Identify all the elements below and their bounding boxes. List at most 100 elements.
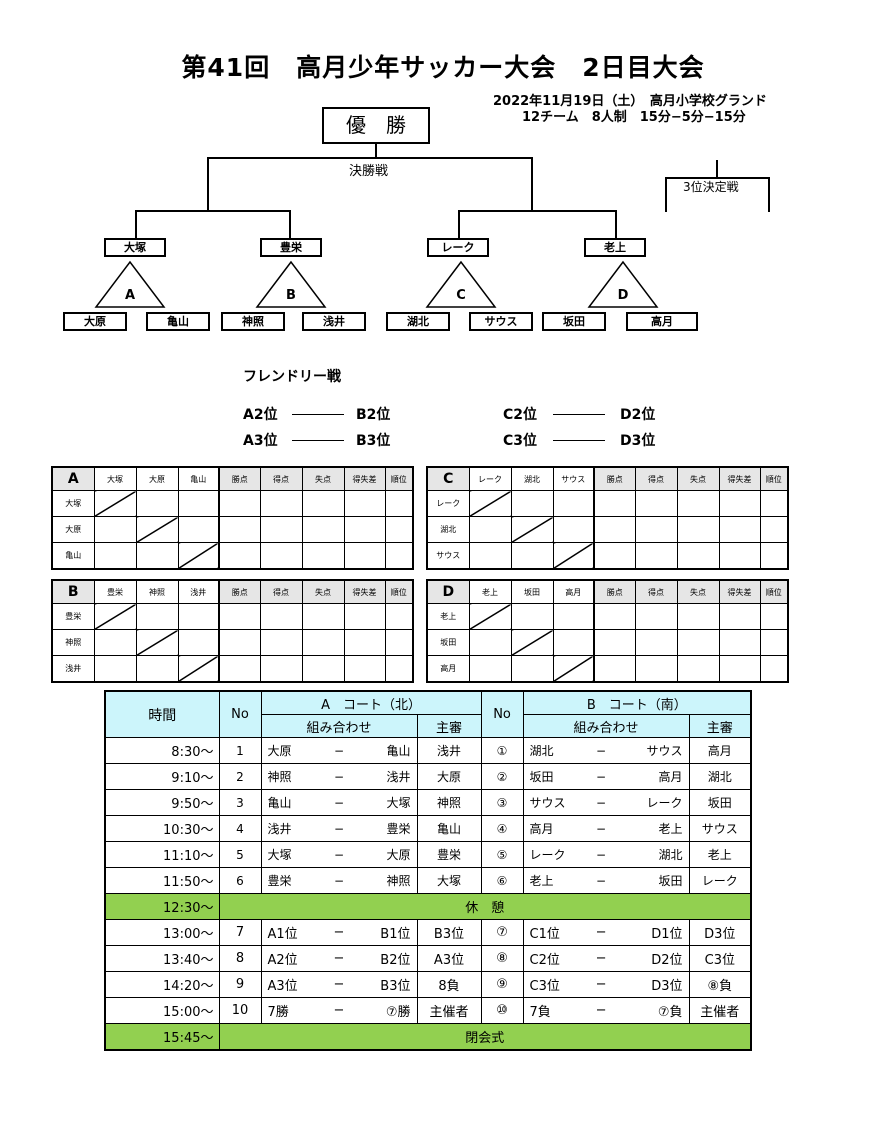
versus-dash: − [583, 841, 620, 868]
stat-cell [301, 603, 345, 630]
versus-dash: − [583, 971, 620, 998]
bracket-line [665, 177, 667, 212]
stat-cell [301, 516, 345, 543]
stat-cell [759, 542, 789, 570]
result-cell [177, 490, 220, 517]
stat-cell [343, 629, 386, 656]
stat-cell [759, 629, 789, 656]
match-time: 8:30〜 [104, 737, 220, 764]
stat-cell [634, 490, 678, 517]
team-a1: A1位 [260, 919, 321, 946]
friendly-team: A2位 [243, 407, 278, 423]
champion-box: 優 勝 [322, 107, 430, 144]
match-time: 15:00〜 [104, 997, 220, 1024]
league-header: 得点 [634, 466, 678, 491]
stat-cell [259, 655, 303, 683]
friendly-team: C2位 [503, 407, 538, 423]
stat-cell [593, 516, 636, 543]
league-header: 得点 [634, 579, 678, 604]
diagonal-cell [93, 603, 137, 630]
header-time: 時間 [104, 690, 220, 738]
league-row-team: レーク [426, 490, 470, 517]
stat-cell [718, 655, 761, 683]
stat-cell [259, 603, 303, 630]
team-b2: 老上 [619, 815, 690, 842]
referee-b: サウス [688, 815, 752, 842]
league-col-team: 湖北 [510, 466, 554, 491]
league-header: 得点 [259, 466, 303, 491]
match-time: 9:50〜 [104, 789, 220, 816]
header-court-a: A コート（北） [260, 690, 482, 715]
team-a1: A3位 [260, 971, 321, 998]
event-date-venue: 2022年11月19日（土） 高月小学校グランド [493, 94, 767, 109]
versus-dash: − [321, 763, 357, 790]
stat-cell [218, 490, 261, 517]
match-no-b: ③ [480, 789, 524, 816]
match-time: 13:00〜 [104, 919, 220, 946]
stat-cell [676, 490, 720, 517]
bracket-line [716, 160, 718, 178]
match-no-b: ④ [480, 815, 524, 842]
stat-cell [259, 516, 303, 543]
team-a1: 7勝 [260, 997, 321, 1024]
versus-dash: − [321, 945, 357, 972]
stat-cell [301, 655, 345, 683]
league-header: 失点 [301, 466, 345, 491]
team-box: 浅井 [302, 312, 366, 331]
match-no-a: 7 [218, 919, 262, 946]
team-b1: 老上 [522, 867, 584, 894]
third-place-label: 3位決定戦 [683, 180, 739, 194]
diagonal-cell [510, 629, 554, 656]
team-box: 亀山 [146, 312, 210, 331]
team-a2: 亀山 [357, 737, 418, 764]
league-header: 失点 [676, 579, 720, 604]
stat-cell [718, 603, 761, 630]
bracket-line [207, 157, 533, 159]
diagonal-cell [93, 490, 137, 517]
bracket-line [665, 177, 770, 179]
versus-dash: − [583, 815, 620, 842]
league-col-team: 亀山 [177, 466, 220, 491]
result-cell [93, 542, 137, 570]
league-row-team: 大塚 [51, 490, 95, 517]
league-header: 得失差 [343, 466, 386, 491]
league-header: 勝点 [218, 579, 261, 604]
friendly-team: C3位 [503, 433, 538, 449]
team-a1: 浅井 [260, 815, 321, 842]
league-header: 順位 [759, 466, 789, 491]
bracket-line [135, 210, 291, 212]
stat-cell [676, 629, 720, 656]
header-no-b: No [480, 690, 524, 738]
stat-cell [634, 655, 678, 683]
team-box: 坂田 [542, 312, 606, 331]
stat-cell [218, 516, 261, 543]
stat-cell [593, 629, 636, 656]
match-time: 14:20〜 [104, 971, 220, 998]
stat-cell [634, 542, 678, 570]
match-no-a: 8 [218, 945, 262, 972]
versus-dash: − [321, 789, 357, 816]
stat-cell [343, 516, 386, 543]
result-cell [468, 542, 512, 570]
team-b2: ⑦負 [619, 997, 690, 1024]
versus-line [292, 440, 344, 441]
bracket-line [375, 144, 377, 159]
result-cell [510, 542, 554, 570]
versus-dash: − [321, 997, 357, 1024]
group-b-label: B [286, 288, 296, 303]
bracket-line [458, 210, 460, 238]
group-a-winner: 大塚 [104, 238, 166, 257]
match-no-a: 10 [218, 997, 262, 1024]
team-a1: 豊栄 [260, 867, 321, 894]
team-b1: 高月 [522, 815, 584, 842]
diagonal-cell [135, 629, 179, 656]
result-cell [135, 490, 179, 517]
referee-a: 亀山 [416, 815, 482, 842]
versus-dash: − [321, 971, 357, 998]
group-triangles [94, 260, 659, 308]
stat-cell [593, 655, 636, 683]
referee-b: D3位 [688, 919, 752, 946]
bracket-line [531, 157, 533, 212]
result-cell [552, 490, 595, 517]
